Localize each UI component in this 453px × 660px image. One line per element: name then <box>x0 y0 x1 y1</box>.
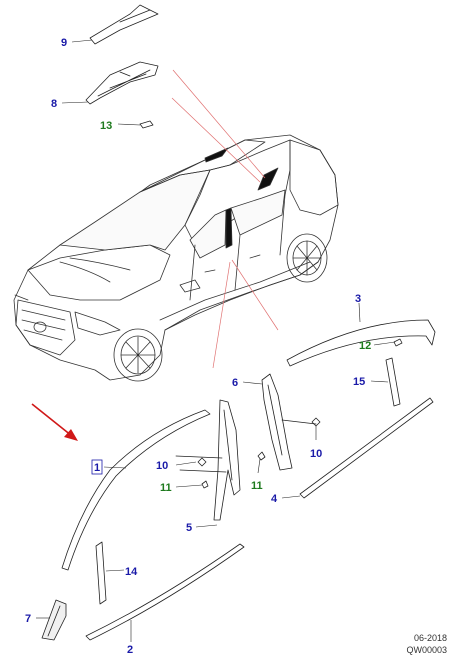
part-12 <box>393 338 403 347</box>
callout-3: 3 <box>355 293 361 305</box>
callout-9: 9 <box>61 37 67 49</box>
callout-13: 13 <box>100 120 112 132</box>
callout-1: 1 <box>94 462 100 474</box>
part-8 <box>85 61 159 105</box>
callout-6: 6 <box>232 377 238 389</box>
part-15 <box>385 357 401 407</box>
part-13 <box>139 120 154 129</box>
callout-2: 2 <box>127 644 133 656</box>
part-9 <box>89 4 159 45</box>
callout-1-box <box>91 459 103 475</box>
callout-11-right: 11 <box>251 480 263 492</box>
direction-arrow <box>31 403 78 441</box>
part-6 <box>261 373 293 471</box>
callout-7: 7 <box>25 613 31 625</box>
callout-11-left: 11 <box>160 482 172 494</box>
part-1 <box>61 409 211 571</box>
diagram-code: QW00003 <box>406 645 447 655</box>
part-4 <box>299 397 434 499</box>
callouts: 9 8 13 3 12 15 6 10 10 1 11 11 4 5 14 7 … <box>25 37 371 656</box>
leader-lines <box>171 69 279 369</box>
part-14 <box>95 541 107 605</box>
part-3 <box>286 319 436 367</box>
callout-12: 12 <box>359 340 371 352</box>
part-5 <box>213 399 241 521</box>
callout-15: 15 <box>353 376 365 388</box>
callout-8: 8 <box>51 98 57 110</box>
callout-4: 4 <box>271 493 278 505</box>
callout-10-left: 10 <box>156 460 168 472</box>
part-2 <box>85 543 245 641</box>
parts <box>41 4 436 641</box>
callout-leaders <box>36 39 396 642</box>
car-illustration <box>13 134 339 382</box>
callout-5: 5 <box>186 522 192 534</box>
callout-10-right: 10 <box>310 448 322 460</box>
callout-14: 14 <box>125 566 138 578</box>
diagram-date: 06-2018 <box>413 633 447 643</box>
